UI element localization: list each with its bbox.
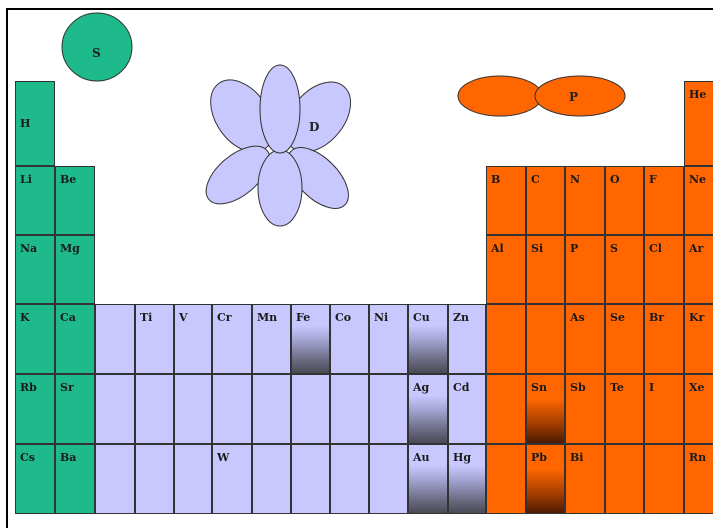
element-ag: Ag bbox=[408, 374, 448, 444]
d-orbital: D bbox=[196, 65, 364, 226]
element-po-blank bbox=[605, 444, 644, 514]
element-sc-blank bbox=[95, 304, 135, 374]
element-f: F bbox=[644, 166, 684, 235]
element-xe: Xe bbox=[684, 374, 713, 444]
element-tc-blank bbox=[252, 374, 291, 444]
element-rb: Rb bbox=[15, 374, 55, 444]
element-la-blank bbox=[95, 444, 135, 514]
element-si: Si bbox=[526, 235, 565, 304]
element-ir-blank bbox=[330, 444, 369, 514]
element-br: Br bbox=[644, 304, 684, 374]
element-ti: Ti bbox=[135, 304, 174, 374]
d-orbital-label: D bbox=[309, 120, 319, 134]
element-h: H bbox=[15, 81, 55, 166]
element-i: I bbox=[644, 374, 684, 444]
p-orbital-label: P bbox=[569, 90, 578, 104]
element-c: C bbox=[526, 166, 565, 235]
element-be: Be bbox=[55, 166, 95, 235]
element-pt-blank bbox=[369, 444, 408, 514]
element-bi: Bi bbox=[565, 444, 605, 514]
element-na: Na bbox=[15, 235, 55, 304]
element-nb-blank bbox=[174, 374, 212, 444]
element-w: W bbox=[212, 444, 252, 514]
element-hg: Hg bbox=[448, 444, 486, 514]
element-cr: Cr bbox=[212, 304, 252, 374]
element-se: Se bbox=[605, 304, 644, 374]
element-k: K bbox=[15, 304, 55, 374]
element-tl-blank bbox=[486, 444, 526, 514]
element-zr-blank bbox=[135, 374, 174, 444]
element-ge-blank bbox=[526, 304, 565, 374]
element-y-blank bbox=[95, 374, 135, 444]
element-p: P bbox=[565, 235, 605, 304]
element-cl: Cl bbox=[644, 235, 684, 304]
element-ta-blank bbox=[174, 444, 212, 514]
element-rn: Rn bbox=[684, 444, 713, 514]
element-al: Al bbox=[486, 235, 526, 304]
element-v: V bbox=[174, 304, 212, 374]
element-mn: Mn bbox=[252, 304, 291, 374]
s-orbital-label: S bbox=[92, 46, 101, 60]
element-ca: Ca bbox=[55, 304, 95, 374]
element-pd-blank bbox=[369, 374, 408, 444]
element-os-blank bbox=[291, 444, 330, 514]
element-b: B bbox=[486, 166, 526, 235]
element-s: S bbox=[605, 235, 644, 304]
element-sb: Sb bbox=[565, 374, 605, 444]
element-ne: Ne bbox=[684, 166, 713, 235]
element-in-blank bbox=[486, 374, 526, 444]
element-at-blank bbox=[644, 444, 684, 514]
element-mg: Mg bbox=[55, 235, 95, 304]
element-as: As bbox=[565, 304, 605, 374]
element-ba: Ba bbox=[55, 444, 95, 514]
element-re-blank bbox=[252, 444, 291, 514]
element-te: Te bbox=[605, 374, 644, 444]
element-ru-blank bbox=[291, 374, 330, 444]
element-rh-blank bbox=[330, 374, 369, 444]
element-cd: Cd bbox=[448, 374, 486, 444]
element-au: Au bbox=[408, 444, 448, 514]
element-fe: Fe bbox=[291, 304, 330, 374]
element-hf-blank bbox=[135, 444, 174, 514]
element-he: He bbox=[684, 81, 713, 166]
element-co: Co bbox=[330, 304, 369, 374]
element-n: N bbox=[565, 166, 605, 235]
element-cs: Cs bbox=[15, 444, 55, 514]
element-pb: Pb bbox=[526, 444, 565, 514]
element-li: Li bbox=[15, 166, 55, 235]
s-orbital: S bbox=[62, 13, 132, 81]
element-o: O bbox=[605, 166, 644, 235]
p-orbital: P bbox=[458, 76, 625, 116]
element-kr: Kr bbox=[684, 304, 713, 374]
element-sn: Sn bbox=[526, 374, 565, 444]
element-ar: Ar bbox=[684, 235, 713, 304]
element-ga-blank bbox=[486, 304, 526, 374]
element-zn: Zn bbox=[448, 304, 486, 374]
element-cu: Cu bbox=[408, 304, 448, 374]
element-sr: Sr bbox=[55, 374, 95, 444]
element-mo-blank bbox=[212, 374, 252, 444]
element-ni: Ni bbox=[369, 304, 408, 374]
